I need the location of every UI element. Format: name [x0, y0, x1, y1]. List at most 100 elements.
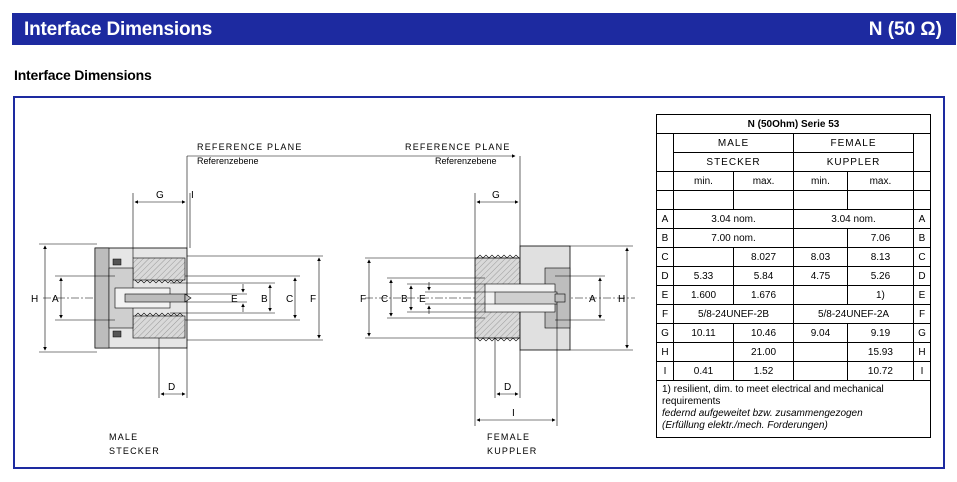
header-title: Interface Dimensions [24, 19, 213, 40]
blank-cell [656, 190, 674, 210]
reference-plane-label-female: REFERENCE PLANE [405, 142, 511, 152]
footnote-line-3: (Erfüllung elektr./mech. Forderungen) [662, 420, 828, 431]
row-label: G [913, 323, 931, 343]
dim-label-female-b: B [401, 294, 408, 305]
female-max-value: 10.72 [846, 361, 915, 381]
female-dimensions [365, 156, 633, 426]
dim-label-female-h: H [618, 294, 625, 305]
female-max-value: 7.06 [846, 228, 915, 248]
dim-label-male-e: E [231, 294, 238, 305]
male-value: 7.00 nom. [672, 228, 795, 248]
male-min-value: 0.41 [672, 361, 735, 381]
blank-cell [913, 171, 931, 191]
stecker-label: STECKER [109, 446, 160, 456]
row-label: A [656, 209, 674, 229]
row-label: H [656, 342, 674, 362]
reference-plane-label-male: REFERENCE PLANE [197, 142, 303, 152]
row-label: F [656, 304, 674, 324]
female-min-header: min. [793, 171, 848, 191]
footnote-line-2: federnd aufgeweitet bzw. zusammengezogen [662, 408, 863, 419]
male-min-value: 5.33 [672, 266, 735, 286]
male-max-value: 8.027 [733, 247, 795, 267]
row-label: I [913, 361, 931, 381]
female-connector-drawing [365, 245, 635, 351]
dim-label-female-g: G [492, 190, 500, 201]
table-row: H 21.00 15.93 H [656, 342, 931, 362]
dim-label-female-i: I [512, 408, 515, 419]
female-max-value: 5.26 [846, 266, 915, 286]
interface-drawing: REFERENCE PLANE Referenzebene REFERENCE … [31, 142, 635, 456]
row-label: H [913, 342, 931, 362]
female-min-value [793, 342, 848, 362]
blank-cell [913, 133, 931, 172]
male-header: MALE [672, 133, 795, 153]
row-label: I [656, 361, 674, 381]
blank-cell [672, 190, 735, 210]
female-label: FEMALE [487, 432, 530, 442]
dim-label-male-c: C [286, 294, 293, 305]
female-max-value: 15.93 [846, 342, 915, 362]
male-min-value [672, 247, 735, 267]
dim-label-male-h: H [31, 294, 38, 305]
row-label: D [656, 266, 674, 286]
male-min-value [672, 342, 735, 362]
footnote-line-1: 1) resilient, dim. to meet electrical an… [662, 384, 884, 407]
male-min-header: min. [672, 171, 735, 191]
male-dimensions [39, 154, 516, 398]
dim-label-male-d: D [168, 382, 175, 393]
dim-label-male-b: B [261, 294, 268, 305]
female-value: 5/8-24UNEF-2A [793, 304, 914, 324]
table-row: D 5.33 5.84 4.75 5.26 D [656, 266, 931, 286]
male-max-value: 21.00 [733, 342, 795, 362]
male-max-value: 10.46 [733, 323, 795, 343]
table-row: C 8.027 8.03 8.13 C [656, 247, 931, 267]
row-label: B [913, 228, 931, 248]
spec-table: N (50Ohm) Serie 53 MALE FEMALE STECKER K… [656, 114, 931, 438]
row-label: G [656, 323, 674, 343]
table-row: E 1.600 1.676 1) E [656, 285, 931, 305]
blank-cell [913, 190, 931, 210]
female-min-value [793, 285, 848, 305]
male-connector-drawing [43, 247, 192, 349]
blank-cell [733, 190, 795, 210]
referenzebene-label-male: Referenzebene [197, 156, 259, 166]
blank-cell [656, 133, 674, 172]
dim-label-female-f: F [360, 294, 366, 305]
male-min-value: 1.600 [672, 285, 735, 305]
male-max-value: 1.52 [733, 361, 795, 381]
content-frame: REFERENCE PLANE Referenzebene REFERENCE … [13, 96, 945, 469]
female-max-value: 1) [846, 285, 915, 305]
dim-label-female-c: C [381, 294, 388, 305]
dim-label-female-a: A [589, 294, 596, 305]
female-min-value: 4.75 [793, 266, 848, 286]
table-row: I 0.41 1.52 10.72 I [656, 361, 931, 381]
dim-label-male-g: G [156, 190, 164, 201]
male-max-value: 5.84 [733, 266, 795, 286]
row-label: B [656, 228, 674, 248]
female-min-value: 8.03 [793, 247, 848, 267]
female-max-value: 8.13 [846, 247, 915, 267]
table-row: G 10.11 10.46 9.04 9.19 G [656, 323, 931, 343]
female-max-header: max. [846, 171, 915, 191]
row-label: E [656, 285, 674, 305]
section-title: Interface Dimensions [14, 67, 152, 83]
female-min-value: 9.04 [793, 323, 848, 343]
male-value: 5/8-24UNEF-2B [672, 304, 795, 324]
stecker-header: STECKER [672, 152, 795, 172]
male-value: 3.04 nom. [672, 209, 795, 229]
female-header: FEMALE [793, 133, 914, 153]
female-min-value [793, 361, 848, 381]
row-label: D [913, 266, 931, 286]
dim-label-female-e: E [419, 294, 426, 305]
dim-label-male-i: I [191, 190, 194, 201]
female-max-value: 9.19 [846, 323, 915, 343]
dim-label-male-a: A [52, 294, 59, 305]
row-label: E [913, 285, 931, 305]
row-label: C [656, 247, 674, 267]
table-row: F 5/8-24UNEF-2B 5/8-24UNEF-2A F [656, 304, 931, 324]
male-label: MALE [109, 432, 138, 442]
table-row: A 3.04 nom. 3.04 nom. A [656, 209, 931, 229]
spec-table-caption: N (50Ohm) Serie 53 [656, 114, 931, 134]
male-max-value: 1.676 [733, 285, 795, 305]
blank-cell [846, 190, 915, 210]
